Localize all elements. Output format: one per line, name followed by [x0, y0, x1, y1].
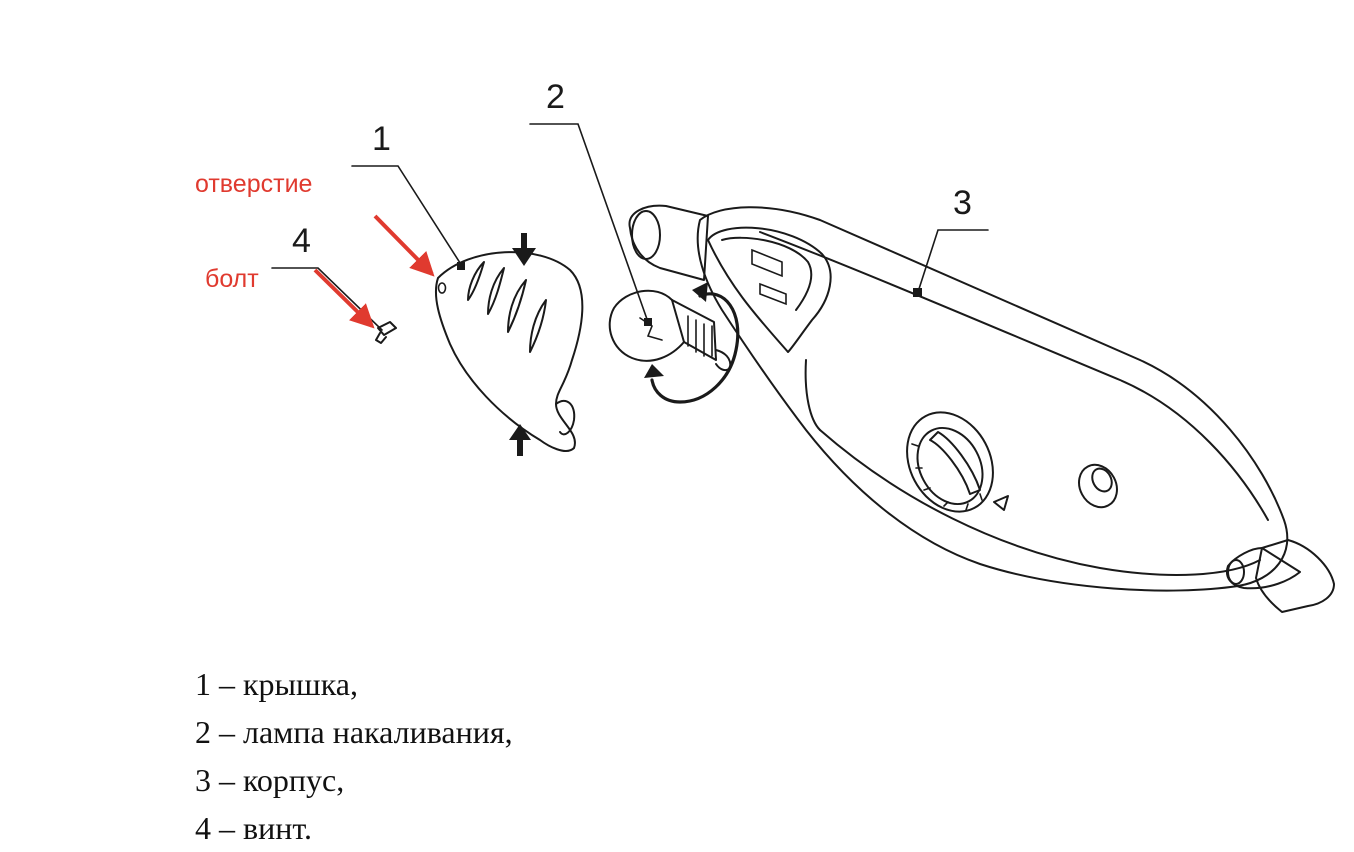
dial-switch — [906, 411, 1009, 513]
hole-arrow — [373, 214, 435, 277]
leader-1 — [351, 165, 465, 270]
callout-2: 2 — [546, 78, 565, 116]
housing-part — [628, 204, 1335, 613]
callout-3: 3 — [953, 184, 972, 222]
bolt-arrow — [313, 268, 375, 329]
bulb-part — [608, 282, 740, 404]
legend-item: 2 – лампа накаливания, — [195, 714, 513, 750]
leader-3 — [913, 229, 989, 297]
hole-annotation: отверстие — [195, 170, 313, 198]
front-nozzle — [1226, 539, 1335, 613]
legend-item: 3 – корпус, — [195, 762, 345, 798]
press-arrow-bottom — [509, 424, 531, 456]
legend-item: 1 – крышка, — [195, 666, 358, 702]
small-knob — [1078, 463, 1118, 509]
press-arrow-top — [512, 233, 536, 266]
bolt-annotation: болт — [205, 265, 259, 293]
parts-legend: 1 – крышка, 2 – лампа накаливания, 3 – к… — [195, 660, 513, 852]
callout-4: 4 — [292, 222, 311, 260]
screw-part — [375, 321, 397, 344]
leader-2 — [529, 123, 652, 326]
callout-1: 1 — [372, 120, 391, 158]
cover-part — [434, 233, 584, 456]
legend-item: 4 – винт. — [195, 810, 312, 846]
